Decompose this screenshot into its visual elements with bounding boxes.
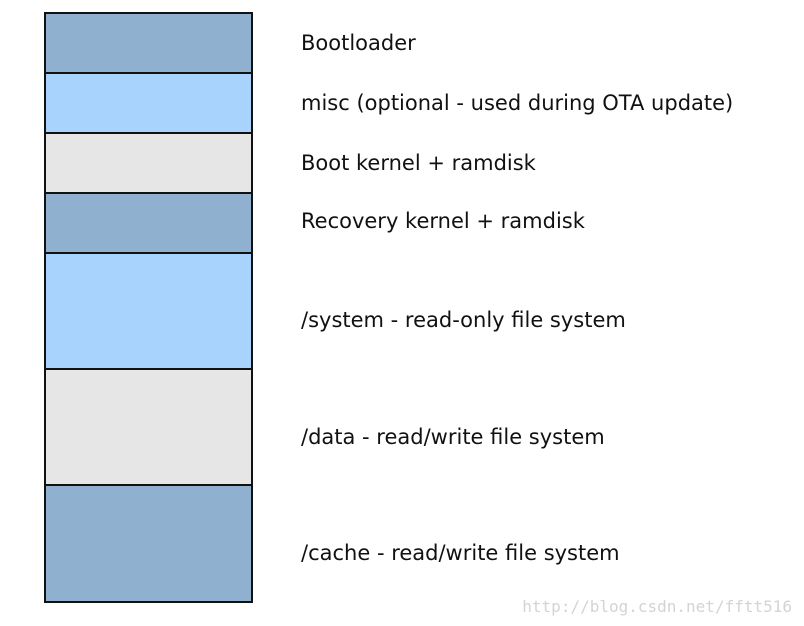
partition-block-bootloader (44, 12, 253, 74)
label-data: /data - read/write file system (301, 425, 605, 449)
partition-block-misc (44, 72, 253, 134)
label-misc: misc (optional - used during OTA update) (301, 91, 734, 115)
partition-block-data (44, 368, 253, 486)
label-system: /system - read-only file system (301, 308, 626, 332)
watermark: http://blog.csdn.net/fftt516 (522, 597, 792, 616)
label-bootloader: Bootloader (301, 31, 416, 55)
label-cache: /cache - read/write file system (301, 541, 620, 565)
partition-block-cache (44, 484, 253, 603)
label-recovery-kernel: Recovery kernel + ramdisk (301, 209, 585, 233)
partition-block-system (44, 252, 253, 370)
label-boot-kernel: Boot kernel + ramdisk (301, 151, 536, 175)
partition-stack (44, 12, 253, 603)
partition-block-recovery (44, 192, 253, 254)
partition-block-boot (44, 132, 253, 194)
